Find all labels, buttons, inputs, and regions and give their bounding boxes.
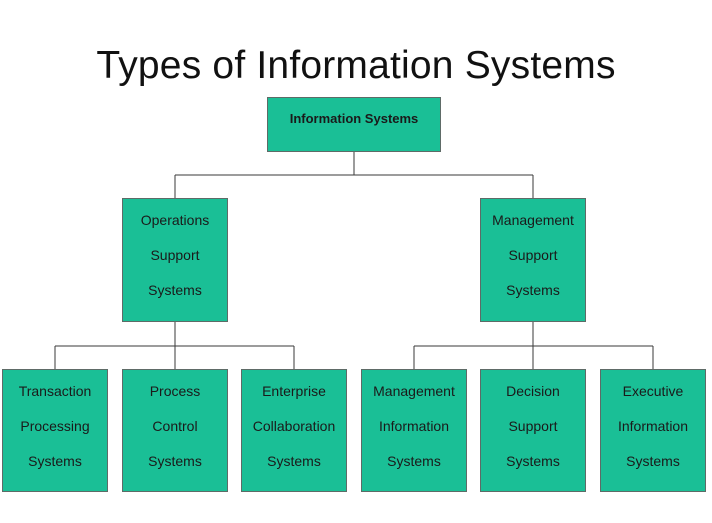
node-label-line: Support <box>508 418 558 434</box>
node-label-line: Executive <box>622 383 684 399</box>
node-enterprise-collaboration-systems: Enterprise Collaboration Systems <box>241 369 347 492</box>
node-information-systems: Information Systems <box>267 97 441 152</box>
node-label-line: Collaboration <box>252 418 336 434</box>
node-transaction-processing-systems: Transaction Processing Systems <box>2 369 108 492</box>
node-label-line: Control <box>152 418 198 434</box>
node-label-line: Processing <box>20 418 90 434</box>
node-executive-information-systems: Executive Information Systems <box>600 369 706 492</box>
node-label-line: Information <box>378 418 450 434</box>
node-label-line: Systems <box>506 282 560 298</box>
node-label-line: Enterprise <box>262 383 326 399</box>
node-operations-support-systems: Operations Support Systems <box>122 198 228 322</box>
node-label-line: Systems <box>267 453 321 469</box>
node-label-line: Systems <box>626 453 680 469</box>
node-label-line: Information <box>617 418 689 434</box>
node-label-line: Operations <box>140 212 210 228</box>
node-label-line: Systems <box>148 453 202 469</box>
node-label-line: Process <box>149 383 201 399</box>
node-label: Information Systems <box>289 111 419 126</box>
node-label-line: Systems <box>506 453 560 469</box>
node-label-line: Systems <box>387 453 441 469</box>
node-label-line: Support <box>508 247 558 263</box>
diagram-title: Types of Information Systems <box>96 44 616 87</box>
node-process-control-systems: Process Control Systems <box>122 369 228 492</box>
node-label-line: Management <box>492 212 574 228</box>
node-label-line: Systems <box>28 453 82 469</box>
node-label-line: Decision <box>506 383 560 399</box>
node-label-line: Support <box>150 247 200 263</box>
node-management-information-systems: Management Information Systems <box>361 369 467 492</box>
node-label-line: Management <box>373 383 455 399</box>
node-label-line: Systems <box>148 282 202 298</box>
node-management-support-systems: Management Support Systems <box>480 198 586 322</box>
node-decision-support-systems: Decision Support Systems <box>480 369 586 492</box>
node-label-line: Transaction <box>18 383 92 399</box>
